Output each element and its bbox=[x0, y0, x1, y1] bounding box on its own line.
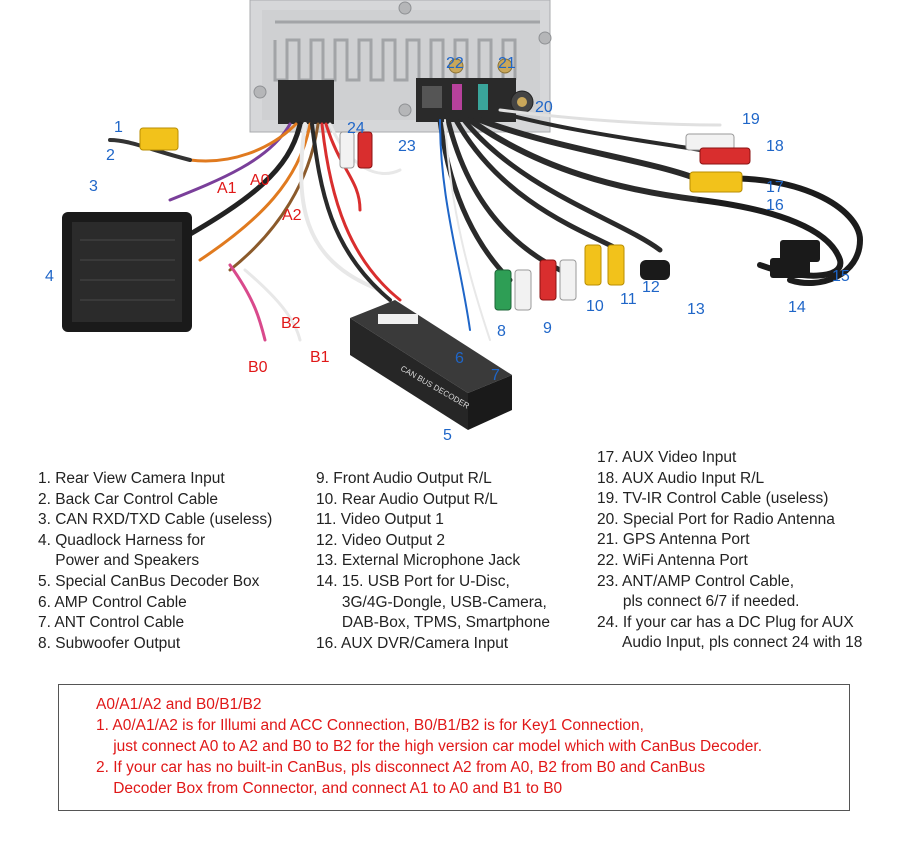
quadlock-harness bbox=[62, 212, 192, 332]
legend-item: 1. Rear View Camera Input bbox=[38, 470, 225, 487]
callout-a0: A0 bbox=[250, 172, 270, 189]
legend-item: 19. TV-IR Control Cable (useless) bbox=[597, 490, 829, 508]
callout-8: 8 bbox=[497, 323, 506, 340]
rca-plugs bbox=[139, 127, 820, 311]
legend-item: 5. Special CanBus Decoder Box bbox=[38, 572, 260, 590]
legend-item: 6. AMP Control Cable bbox=[38, 593, 187, 611]
legend-item: 23. ANT/AMP Control Cable, bbox=[597, 572, 794, 590]
callout-b2: B2 bbox=[281, 315, 301, 332]
callout-16: 16 bbox=[766, 197, 784, 214]
legend-item: 17. AUX Video Input bbox=[597, 449, 737, 466]
callout-20: 20 bbox=[535, 99, 553, 116]
legend-item: 7. ANT Control Cable bbox=[38, 614, 185, 632]
decoder-box: CAN BUS DECODER bbox=[350, 300, 512, 430]
legend-item: pls connect 6/7 if needed. bbox=[597, 593, 800, 611]
legend-item: 24. If your car has a DC Plug for AUX bbox=[597, 613, 854, 631]
legend-item: 18. AUX Audio Input R/L bbox=[597, 469, 765, 487]
callout-a1: A1 bbox=[217, 180, 237, 197]
legend-item: 21. GPS Antenna Port bbox=[597, 531, 750, 549]
callout-1: 1 bbox=[114, 119, 123, 136]
callout-17: 17 bbox=[766, 179, 784, 196]
callout-10: 10 bbox=[586, 298, 604, 315]
legend-item: 4. Quadlock Harness for bbox=[38, 531, 206, 549]
legend-column-2: 9. Front Audio Output R/L 10. Rear Audio… bbox=[316, 469, 550, 654]
callout-14: 14 bbox=[788, 299, 806, 316]
note-title: A0/A1/A2 and B0/B1/B2 bbox=[96, 696, 262, 713]
legend-item: 12. Video Output 2 bbox=[316, 531, 445, 549]
callout-4: 4 bbox=[45, 268, 54, 285]
legend-item: 14. 15. USB Port for U-Disc, bbox=[316, 572, 510, 590]
note-line: Decoder Box from Connector, and connect … bbox=[96, 780, 563, 797]
legend-item: 20. Special Port for Radio Antenna bbox=[597, 510, 835, 528]
callout-6: 6 bbox=[455, 350, 464, 367]
legend-item: 2. Back Car Control Cable bbox=[38, 490, 219, 508]
callout-5: 5 bbox=[443, 427, 452, 444]
callout-12: 12 bbox=[642, 279, 660, 296]
callout-7: 7 bbox=[491, 367, 500, 384]
head-unit-chassis bbox=[249, 0, 552, 133]
callout-a2: A2 bbox=[282, 207, 302, 224]
callout-13: 13 bbox=[687, 301, 705, 318]
callout-b0: B0 bbox=[248, 359, 268, 376]
legend-item: 16. AUX DVR/Camera Input bbox=[316, 634, 509, 652]
legend-item: Power and Speakers bbox=[38, 552, 200, 570]
wiring-harness-photo: CAN BUS DECODER 1 2 3 4 5 6 7 8 9 10 11 … bbox=[45, 0, 864, 444]
legend-column-3: 17. AUX Video Input 18. AUX Audio Input … bbox=[597, 448, 862, 654]
callout-19: 19 bbox=[742, 111, 760, 128]
legend-item: Audio Input, pls connect 24 with 18 bbox=[597, 634, 863, 652]
legend-item: DAB-Box, TPMS, Smartphone bbox=[316, 614, 551, 632]
note-line: 1. A0/A1/A2 is for Illumi and ACC Connec… bbox=[96, 717, 644, 734]
legend-item: 13. External Microphone Jack bbox=[316, 552, 521, 570]
legend-item: 11. Video Output 1 bbox=[316, 511, 444, 529]
callout-22: 22 bbox=[446, 55, 464, 72]
callout-15: 15 bbox=[832, 268, 850, 285]
callout-labels: 1 2 3 4 5 6 7 8 9 10 11 12 13 14 15 16 1… bbox=[45, 55, 850, 444]
callout-11: 11 bbox=[620, 291, 637, 308]
callout-b1: B1 bbox=[310, 349, 330, 366]
legend-item: 3G/4G-Dongle, USB-Camera, bbox=[316, 593, 547, 611]
note-line: 2. If your car has no built-in CanBus, p… bbox=[96, 759, 706, 776]
legend-item: 9. Front Audio Output R/L bbox=[316, 470, 492, 487]
legend-item: 8. Subwoofer Output bbox=[38, 634, 181, 652]
note-line: just connect A0 to A2 and B0 to B2 for t… bbox=[96, 738, 763, 755]
callout-9: 9 bbox=[543, 320, 552, 337]
wire-bundle bbox=[108, 108, 864, 342]
callout-3: 3 bbox=[89, 178, 98, 195]
callout-2: 2 bbox=[106, 147, 115, 164]
callout-24: 24 bbox=[347, 120, 365, 137]
callout-21: 21 bbox=[498, 55, 516, 72]
callout-18: 18 bbox=[766, 138, 784, 155]
callout-23: 23 bbox=[398, 138, 416, 155]
connection-note-box: A0/A1/A2 and B0/B1/B2 1. A0/A1/A2 is for… bbox=[58, 684, 850, 811]
legend-item: 3. CAN RXD/TXD Cable (useless) bbox=[38, 511, 273, 529]
legend-item: 10. Rear Audio Output R/L bbox=[316, 490, 498, 508]
legend-item: 22. WiFi Antenna Port bbox=[597, 551, 748, 569]
legend-column-1: 1. Rear View Camera Input 2. Back Car Co… bbox=[38, 469, 272, 654]
